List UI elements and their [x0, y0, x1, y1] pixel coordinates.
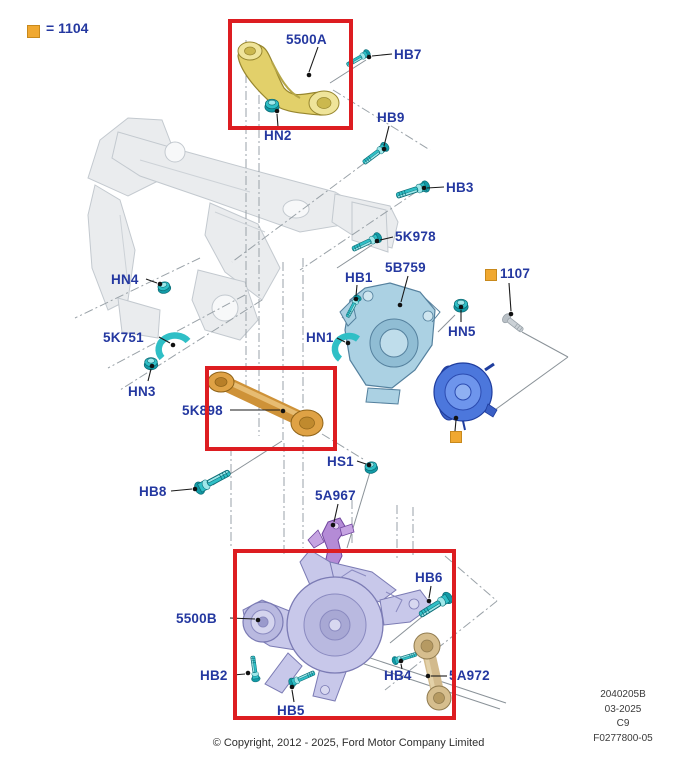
part-wheel-hub-1104: [433, 362, 498, 431]
part-stud-1107: [502, 313, 524, 333]
callout-5K898: 5K898: [182, 403, 223, 418]
fasteners: [143, 48, 469, 689]
callout-HN5: HN5: [448, 324, 476, 339]
figure-number: F0277800-05: [593, 732, 653, 744]
bolt-HB3: [394, 179, 432, 202]
copyright-line: © Copyright, 2012 - 2025, Ford Motor Com…: [212, 737, 485, 749]
callout-HN4: HN4: [111, 272, 139, 287]
legend-swatch-1104: [27, 25, 40, 38]
callout-HB9: HB9: [377, 110, 405, 125]
doc-number: 2040205B: [600, 689, 646, 700]
leader-lines: [145, 46, 514, 703]
callout-swatch-1107: [485, 269, 497, 281]
nut-HS1: [363, 460, 379, 475]
callout-HB4: HB4: [384, 668, 412, 683]
doc-revision: C9: [616, 718, 630, 729]
callout-HS1: HS1: [327, 454, 354, 469]
callout-5A972: 5A972: [449, 668, 490, 683]
callout-HB6: HB6: [415, 570, 443, 585]
callout-5500B: 5500B: [176, 611, 217, 626]
legend-label-1104: = 1104: [46, 20, 89, 36]
bolt-HB8: [192, 466, 234, 497]
callout-5K751: 5K751: [103, 330, 144, 345]
part-upper-control-arm-5500A: [237, 41, 340, 116]
callout-HB1: HB1: [345, 270, 373, 285]
part-toe-link-5K898: [207, 371, 324, 437]
callout-5K978: 5K978: [395, 229, 436, 244]
callout-HN2: HN2: [264, 128, 292, 143]
hub-legend-marker-1104: [450, 431, 462, 443]
subframe-illustration: [87, 117, 399, 341]
bolt-HB2: [248, 655, 261, 683]
callout-HB7: HB7: [394, 47, 422, 62]
callout-HN3: HN3: [128, 384, 156, 399]
part-bracket-5B759: [339, 282, 441, 405]
part-stab-link-5A972: [413, 632, 452, 711]
callout-5B759: 5B759: [385, 260, 426, 275]
callout-1107: 1107: [500, 266, 531, 281]
callout-5500A: 5500A: [286, 32, 327, 47]
part-knuckle-5500B: [242, 549, 433, 702]
bolt-HB9: [360, 140, 392, 168]
callout-HN1: HN1: [306, 330, 334, 345]
bolt-HB4: [390, 649, 418, 666]
callout-HB3: HB3: [446, 180, 474, 195]
doc-date: 03-2025: [604, 703, 642, 715]
callout-5A967: 5A967: [315, 488, 356, 503]
callout-HB5: HB5: [277, 703, 305, 718]
callout-HB8: HB8: [139, 484, 167, 499]
document-meta: 2040205B 03-2025 C9 F0277800-05: [565, 688, 681, 746]
callout-HB2: HB2: [200, 668, 228, 683]
